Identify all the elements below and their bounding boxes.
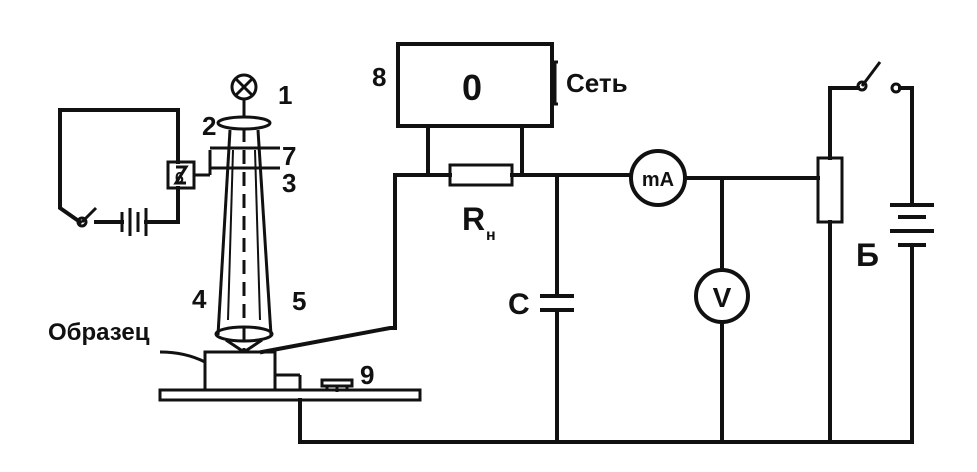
modulator-box [166, 150, 212, 190]
label-oscilloscope: 0 [462, 67, 482, 108]
label-capacitor: C [508, 288, 530, 321]
capacitor [540, 294, 574, 312]
label-modulator: 6 [175, 170, 184, 187]
oscilloscope-box [396, 42, 558, 177]
light-cone [216, 128, 273, 350]
milliammeter [629, 149, 687, 207]
label-slit: 3 [282, 168, 296, 198]
modulator-circuit [58, 108, 180, 236]
label-load-resistor: R [462, 201, 485, 237]
label-voltmeter: V [713, 282, 732, 313]
label-clamp: 9 [360, 360, 374, 390]
label-bottom-lens: 4 [192, 284, 207, 314]
chopper-disk [210, 146, 280, 170]
top-lens [216, 115, 272, 131]
stage-plate [158, 388, 422, 402]
sample-pointer [159, 350, 206, 364]
lamp [230, 73, 258, 118]
battery-switch [828, 61, 914, 94]
label-mains: Сеть [566, 68, 628, 98]
label-lamp: 1 [278, 80, 292, 110]
label-disk: 7 [282, 141, 296, 171]
battery [890, 203, 934, 247]
clamp [320, 378, 354, 392]
potentiometer [804, 156, 844, 224]
label-oscilloscope-num: 8 [372, 62, 386, 92]
label-sample: Образец [48, 319, 150, 346]
label-battery: Б [856, 237, 879, 273]
label-milliammeter: mA [642, 169, 674, 191]
voltmeter [694, 268, 750, 324]
circuit-wires [259, 86, 914, 444]
load-resistor [448, 163, 514, 187]
label-load-resistor-sub: н [486, 227, 496, 244]
bottom-lens [214, 325, 274, 354]
label-contact: 5 [292, 286, 306, 316]
sample-block [203, 350, 302, 392]
label-top-lens: 2 [202, 111, 216, 141]
